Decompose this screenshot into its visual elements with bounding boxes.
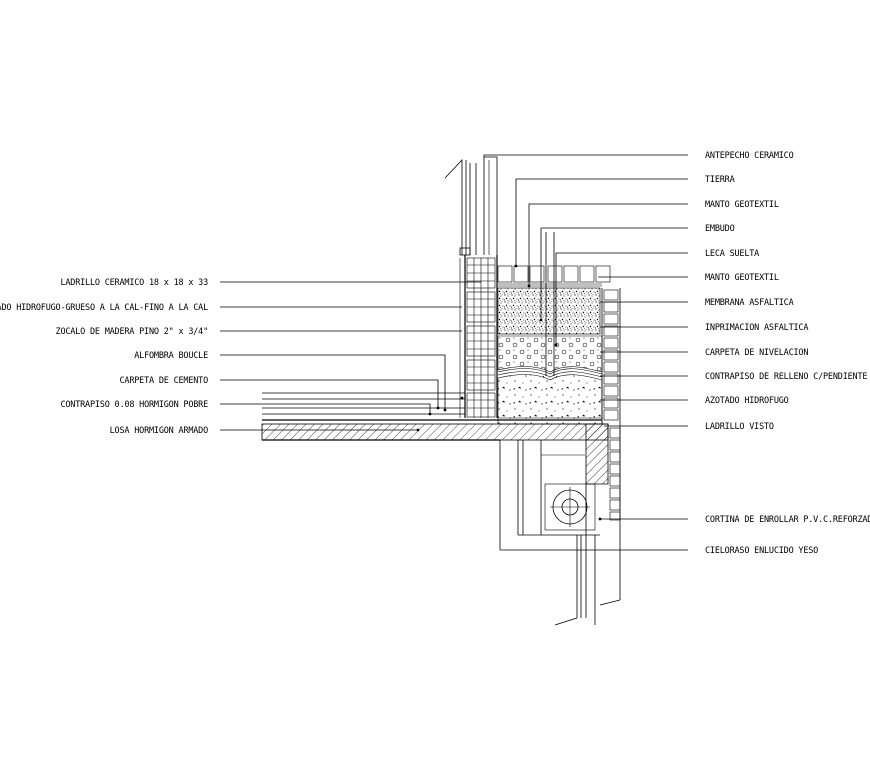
label-tierra: TIERRA — [705, 175, 735, 185]
antepecho-bricks — [497, 265, 611, 283]
ceramic-brick-column — [466, 257, 496, 418]
label-carpeta-nivelacion: CARPETA DE NIVELACION — [705, 348, 808, 358]
losa-hatch — [261, 423, 609, 441]
label-antepecho-ceramico: ANTEPECHO CERAMICO — [705, 151, 794, 161]
contrapiso-relleno-fill — [497, 374, 603, 425]
label-losa-hormigon: LOSA HORMIGON ARMADO — [110, 426, 208, 436]
tierra-fill — [497, 287, 601, 335]
roller-shutter — [499, 440, 621, 626]
upper-window-frame — [444, 156, 498, 256]
labels-left: LADRILLO CERAMICO 18 x 18 x 33 AZOTADO H… — [0, 278, 208, 436]
label-contrapiso-relleno: CONTRAPISO DE RELLENO C/PENDIENTE — [705, 372, 867, 382]
interior-wall — [459, 255, 498, 418]
label-zocalo-madera: ZOCALO DE MADERA PINO 2" x 3/4" — [56, 327, 208, 337]
label-cortina-enrollar: CORTINA DE ENROLLAR P.V.C.REFORZADO — [705, 515, 870, 525]
leader-lines-left — [220, 281, 481, 432]
label-manto-geotextil-1: MANTO GEOTEXTIL — [705, 200, 779, 210]
lintel-hatch — [585, 423, 609, 485]
exterior-brick-wall — [601, 288, 621, 521]
label-embudo: EMBUDO — [705, 224, 735, 234]
label-alfombra-boucle: ALFOMBRA BOUCLE — [134, 351, 208, 361]
label-membrana-asfaltica: MEMBRANA ASFALTICA — [705, 298, 794, 308]
labels-right: ANTEPECHO CERAMICO TIERRA MANTO GEOTEXTI… — [705, 151, 870, 556]
label-ladrillo-ceramico: LADRILLO CERAMICO 18 x 18 x 33 — [60, 278, 208, 288]
label-azotado-hidrofugo: AZOTADO HIDROFUGO — [705, 396, 789, 406]
label-carpeta-cemento: CARPETA DE CEMENTO — [119, 376, 208, 386]
label-cielorraso: CIELORASO ENLUCIDO YESO — [705, 546, 818, 556]
label-leca-suelta: LECA SUELTA — [705, 249, 759, 259]
floor-and-slab — [261, 392, 609, 485]
leader-lines-right — [483, 154, 688, 551]
label-azotado-hidrofugo-grueso: AZOTADO HIDROFUGO-GRUESO A LA CAL-FINO A… — [0, 303, 208, 313]
leca-fill — [497, 335, 603, 373]
label-ladrillo-visto: LADRILLO VISTO — [705, 422, 774, 432]
label-contrapiso-hormigon: CONTRAPISO 0.08 HORMIGON POBRE — [60, 400, 208, 410]
label-manto-geotextil-2: MANTO GEOTEXTIL — [705, 273, 779, 283]
label-imprimacion-asfaltica: INPRIMACION ASFALTICA — [705, 323, 808, 333]
roof-layers — [497, 232, 611, 425]
